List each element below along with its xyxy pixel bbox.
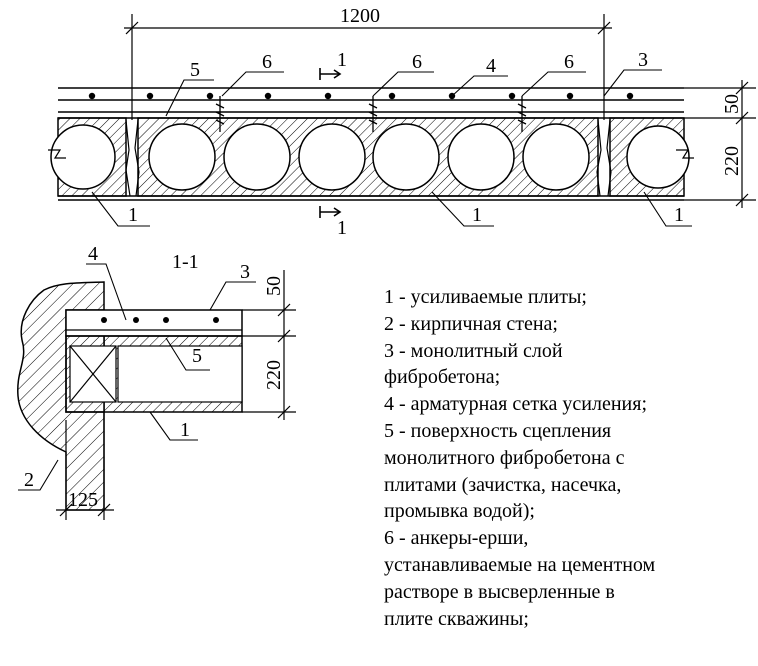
mesh-rebar-dots — [88, 92, 634, 100]
section-thickness-slab-label: 220 — [263, 360, 285, 390]
topping-layer — [58, 87, 684, 201]
legend-line: фибробетона; — [384, 366, 501, 389]
top-section: 1200 50 220 1 1 — [48, 5, 756, 239]
wall-bearing-dimension — [56, 412, 114, 520]
legend-line: 6 - анкеры-ерши, — [384, 527, 529, 550]
legend-line: устанавливаемые на цементном — [384, 553, 656, 576]
legend-line: 3 - монолитный слой — [384, 339, 563, 362]
section-mark-top: 1 — [337, 49, 347, 71]
label-1-a: 1 — [128, 204, 138, 226]
section-label-3: 3 — [240, 261, 250, 283]
slab-joints — [125, 119, 612, 197]
section-leaders — [18, 263, 256, 491]
wall-bearing-label: 125 — [68, 489, 98, 511]
thickness-slab-label: 220 — [721, 146, 743, 176]
label-6-a: 6 — [262, 51, 272, 73]
legend-line: 4 - арматурная сетка усиления; — [384, 393, 647, 416]
leaders-top — [165, 69, 662, 117]
section-label-1: 1 — [180, 419, 190, 441]
span-dimension — [124, 14, 612, 120]
legend-line: монолитного фибробетона с — [384, 446, 625, 469]
section-cut-marks — [319, 68, 342, 218]
section-topping — [65, 309, 243, 337]
section-thickness-top-label: 50 — [263, 276, 285, 296]
label-6-b: 6 — [412, 51, 422, 73]
hollow-cores — [50, 123, 690, 191]
legend-line: 1 - усиливаемые плиты; — [384, 286, 587, 308]
legend-line: 5 - поверхность сцепления — [384, 419, 612, 442]
label-5: 5 — [190, 59, 200, 81]
label-6-c: 6 — [564, 51, 574, 73]
section-title: 1-1 — [172, 251, 199, 273]
section-1-1: 1-1 50 220 — [17, 243, 296, 520]
section-rebar-dots — [101, 317, 219, 323]
section-label-5: 5 — [192, 345, 202, 367]
section-slab-void — [117, 345, 243, 403]
thickness-top-label: 50 — [721, 94, 743, 114]
thickness-dimensions — [684, 80, 756, 208]
label-3: 3 — [638, 49, 648, 71]
leaders-bottom — [91, 191, 692, 227]
break-lines — [48, 149, 694, 159]
legend-line: растворе в высверленные в — [384, 580, 615, 603]
span-dimension-label: 1200 — [340, 5, 380, 27]
anchors — [215, 96, 527, 132]
section-label-2: 2 — [24, 469, 34, 491]
section-label-4: 4 — [88, 243, 98, 265]
section-thickness-dimensions — [242, 270, 296, 420]
legend-line: 2 - кирпичная стена; — [384, 312, 558, 335]
label-1-c: 1 — [674, 204, 684, 226]
legend-line: плите скважины; — [384, 607, 529, 630]
legend: 1 - усиливаемые плиты; 2 - кирпичная сте… — [384, 284, 754, 632]
legend-line: промывка водой); — [384, 500, 535, 523]
legend-line: плитами (зачистка, насечка, — [384, 473, 622, 496]
label-4: 4 — [486, 55, 496, 77]
section-mark-bottom: 1 — [337, 217, 347, 239]
label-1-b: 1 — [472, 204, 482, 226]
